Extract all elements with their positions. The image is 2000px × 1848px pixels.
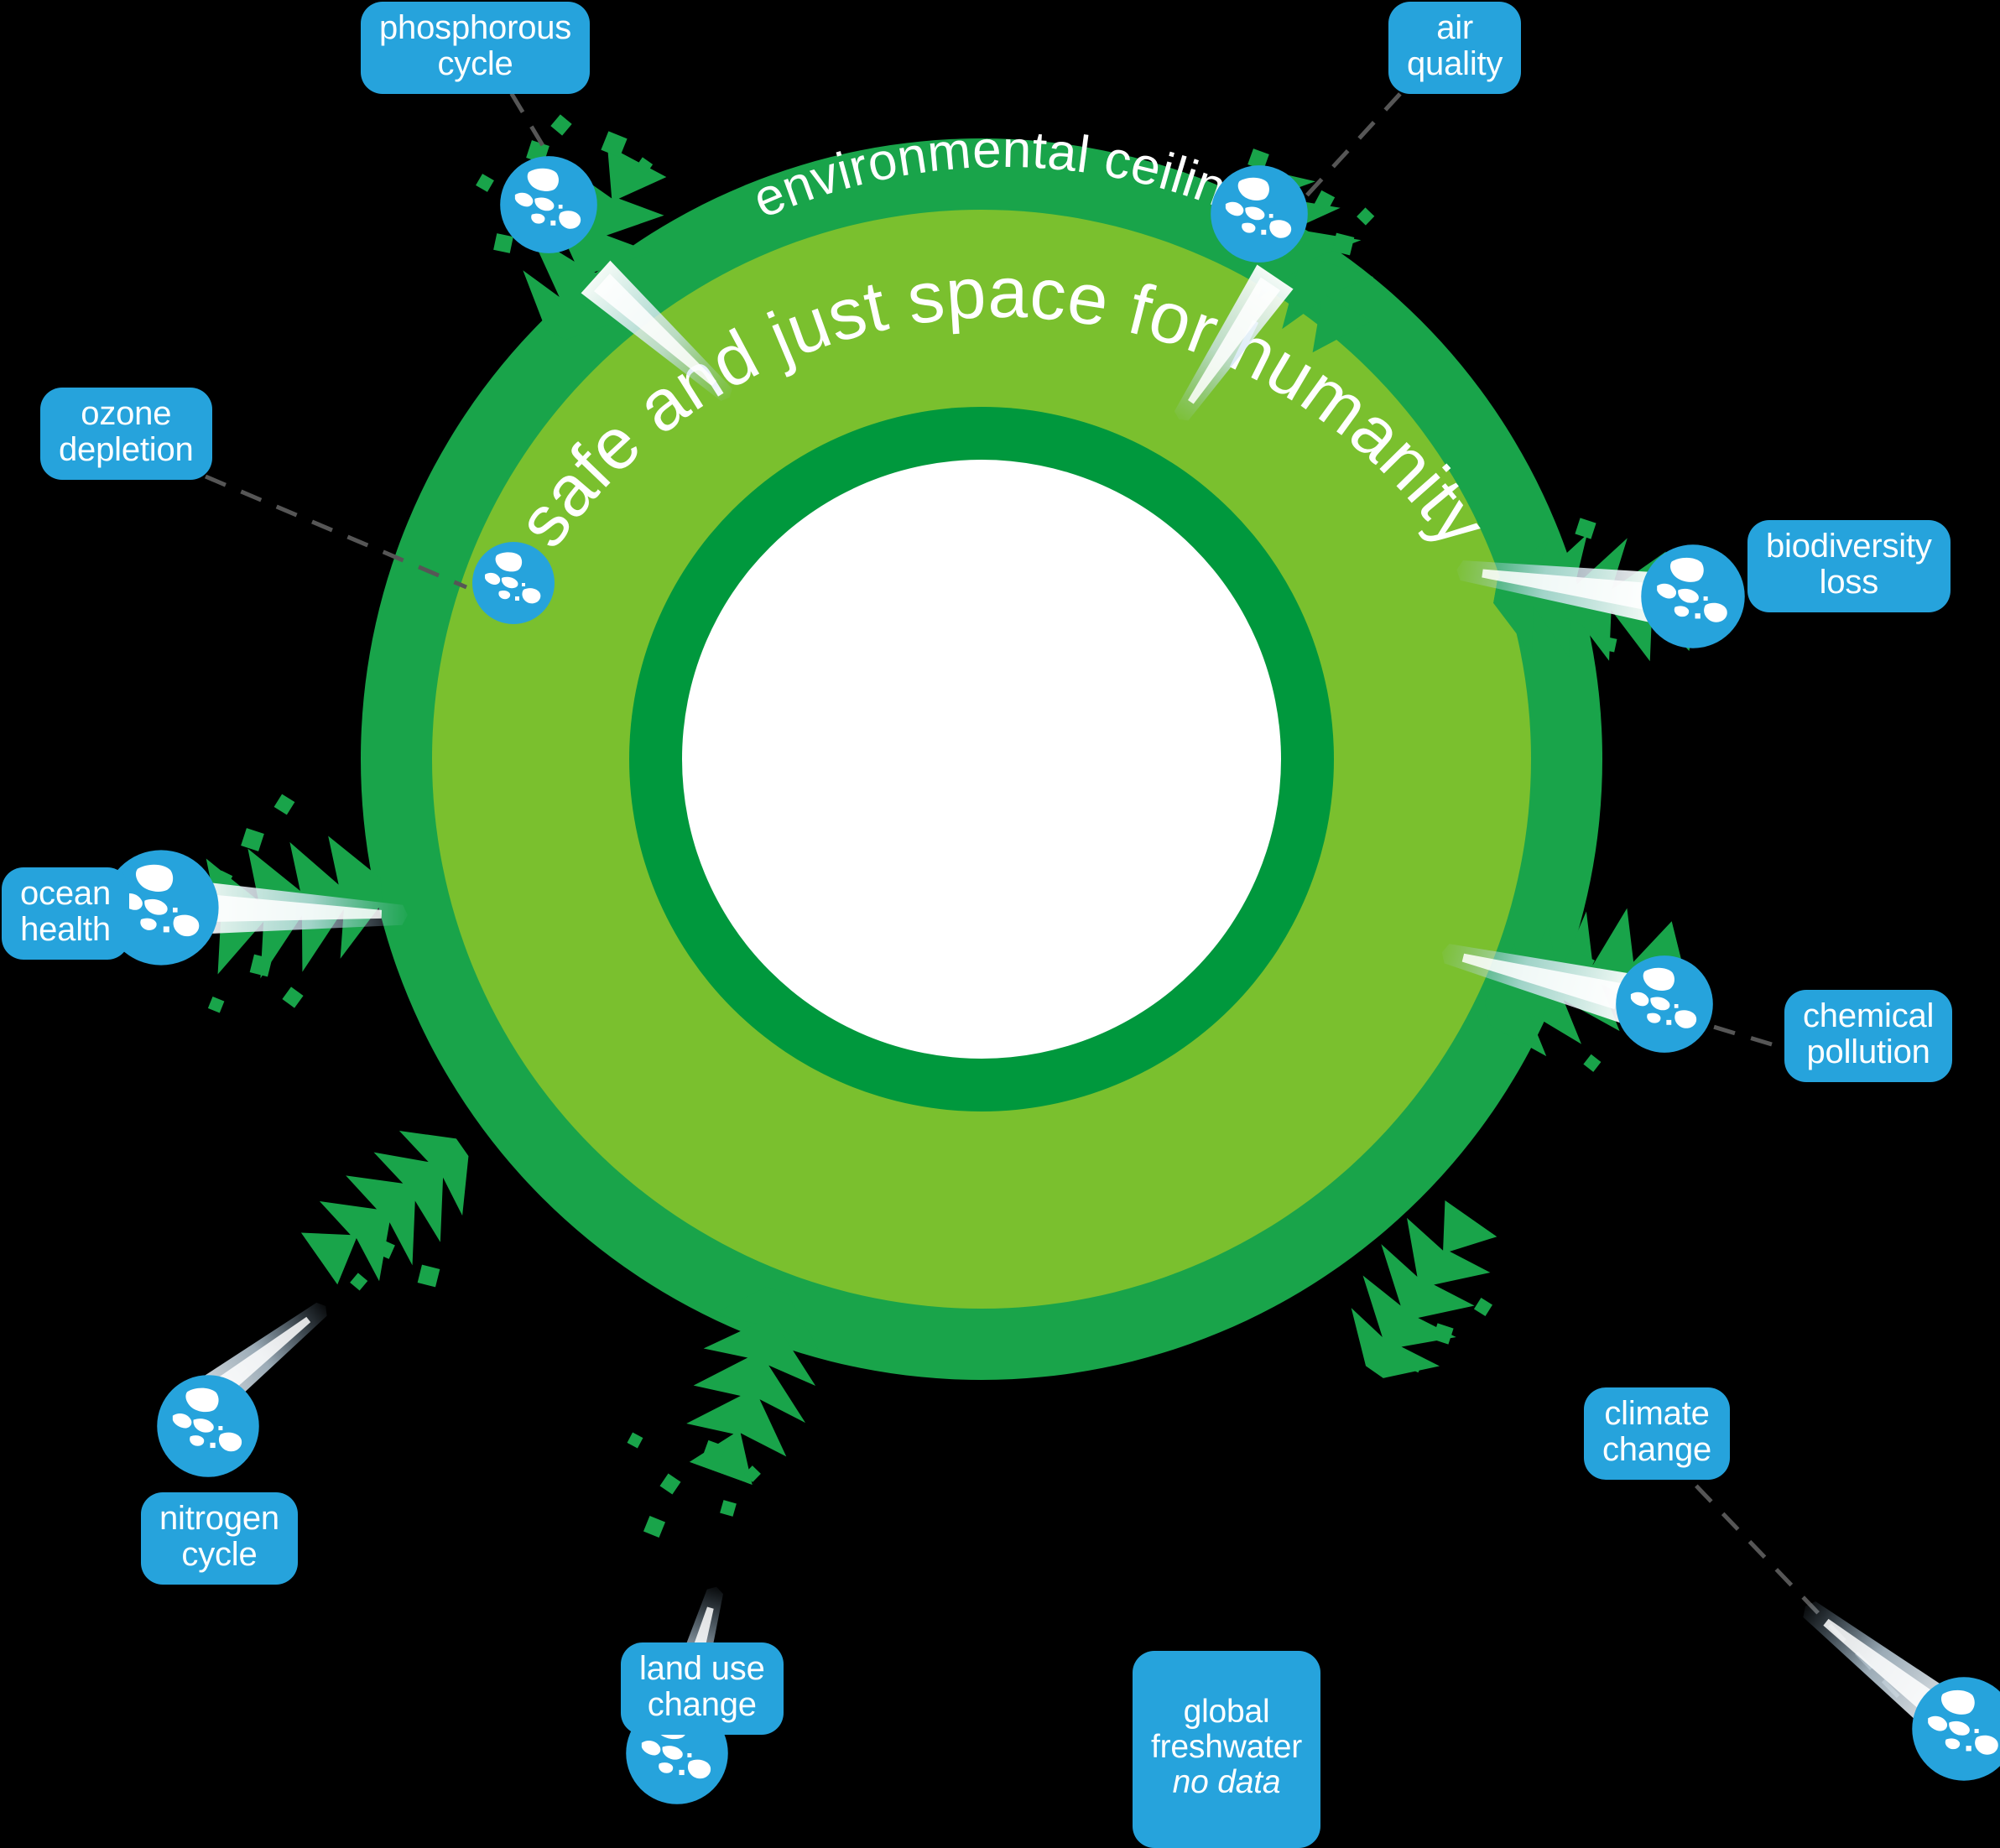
globe-chemical-pollution[interactable] [1435,928,1713,1053]
globe-air-quality[interactable] [1161,165,1308,431]
globe-nitrogen-cycle[interactable] [157,1288,340,1477]
leader-phosphorous-cycle [489,59,581,207]
label-climate-change[interactable]: climate change [1584,1387,1731,1481]
ring-stack [361,138,1602,1380]
leader-air-quality [1292,64,1428,211]
label-chemical-pollution[interactable]: chemical pollution [1784,990,1953,1083]
globe-ocean-health[interactable] [103,850,409,966]
label-phosphorous-cycle[interactable]: phosphorous cycle [361,2,591,95]
center-hole [682,460,1281,1059]
label-air-quality[interactable]: air quality [1388,2,1522,95]
label-ozone-depletion[interactable]: ozone depletion [40,388,212,481]
label-global-freshwater[interactable]: global freshwater no data [1133,1651,1321,1848]
label-global-freshwater-main: global freshwater [1151,1694,1303,1766]
globe-phosphorous-cycle[interactable] [500,156,744,414]
globe-ozone-depletion[interactable] [472,542,555,624]
globe-climate-change[interactable] [1790,1586,2000,1781]
label-ocean-health[interactable]: ocean health [2,867,129,960]
label-global-freshwater-note: no data [1172,1764,1281,1801]
leader-ozone-depletion [205,474,467,590]
label-land-use-change[interactable]: land use change [621,1642,784,1736]
label-nitrogen-cycle[interactable]: nitrogen cycle [141,1492,298,1585]
label-biodiversity-loss[interactable]: biodiversity loss [1747,520,1951,613]
globe-biodiversity-loss[interactable] [1453,544,1745,648]
